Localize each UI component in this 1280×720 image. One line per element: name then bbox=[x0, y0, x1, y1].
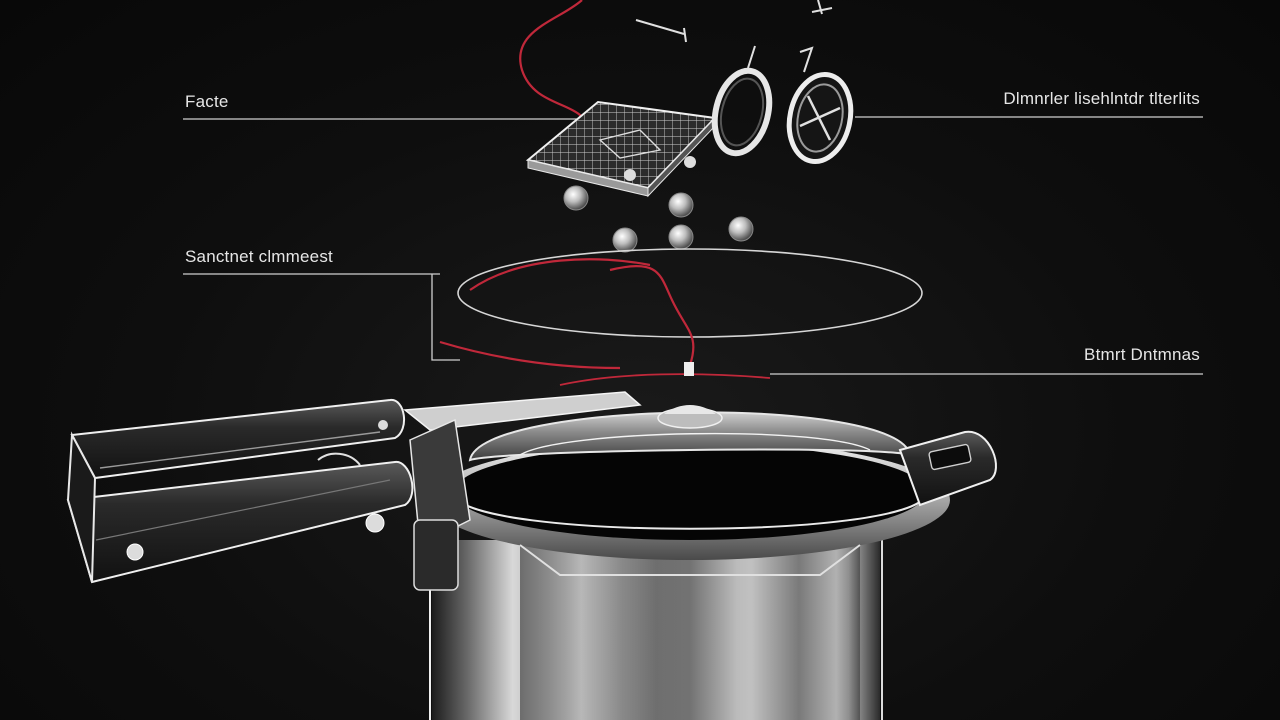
leader-lines bbox=[183, 116, 1203, 375]
long-handle bbox=[66, 399, 414, 584]
sealing-ring-outline bbox=[439, 248, 923, 386]
leader-line-middle-left bbox=[183, 273, 460, 361]
red-wire-top bbox=[519, 0, 590, 131]
mesh-filter-plate bbox=[525, 100, 718, 198]
gasket-ring-left bbox=[711, 45, 773, 157]
lid-handle-arm bbox=[403, 391, 642, 591]
callout-label-top-left: Facte bbox=[185, 92, 229, 111]
callout-label-top-right: Dlmnrler lisehlntdr tlterlits bbox=[1003, 89, 1200, 108]
pressure-lid bbox=[468, 405, 912, 462]
red-wire-valve bbox=[609, 265, 695, 366]
valve-wheel-right bbox=[786, 46, 854, 164]
pot-body bbox=[429, 540, 883, 720]
pin-parts bbox=[635, 0, 833, 43]
callout-label-bottom-right: Btmrt Dntmnas bbox=[1084, 345, 1200, 364]
callout-label-middle-left: Sanctnet clmmeest bbox=[185, 247, 333, 266]
side-handle bbox=[898, 430, 997, 507]
pot-rim bbox=[430, 440, 950, 576]
steel-balls bbox=[563, 185, 754, 253]
valve-pin bbox=[684, 362, 694, 376]
